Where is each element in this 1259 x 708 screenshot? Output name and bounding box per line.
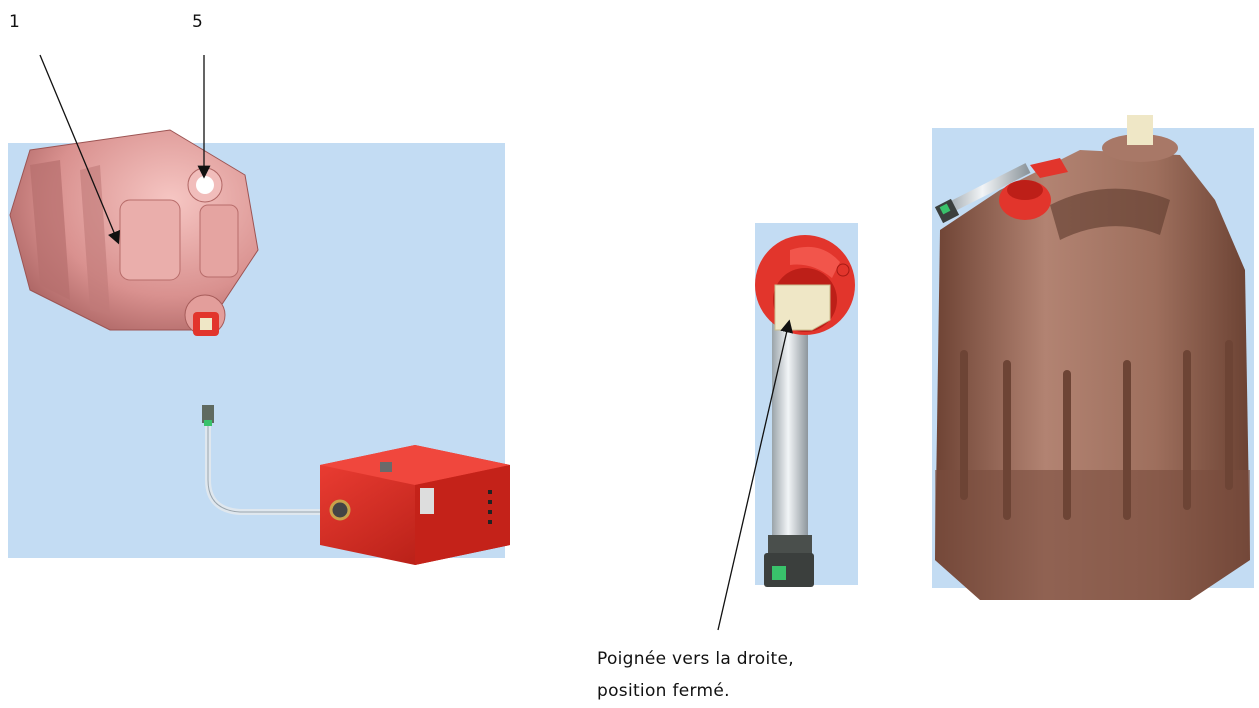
connector-green <box>772 566 786 580</box>
callout-label-1: 1 <box>9 12 20 32</box>
caption-line-1: Poignée vers la droite, <box>597 643 794 675</box>
caption: Poignée vers la droite, position fermé. <box>597 643 794 707</box>
red-box <box>320 445 510 565</box>
callout-label-5: 5 <box>192 12 203 32</box>
handle-cream <box>775 285 830 330</box>
caption-line-2: position fermé. <box>597 675 794 707</box>
